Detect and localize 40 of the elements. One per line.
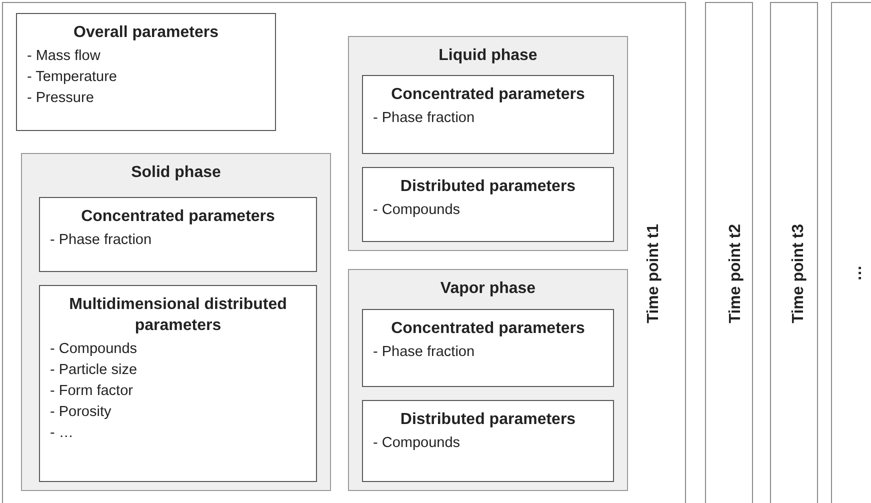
parameter-box bbox=[362, 400, 614, 482]
box-heading: Concentrated parameters bbox=[390, 319, 586, 339]
time-point-panel bbox=[705, 2, 753, 503]
parameter-box bbox=[362, 309, 614, 387]
phase-panel bbox=[21, 153, 331, 491]
panel-heading: Liquid phase bbox=[438, 46, 538, 66]
list-item: - Mass flow bbox=[27, 47, 102, 66]
time-point-panel bbox=[770, 2, 818, 503]
list-item: - Compounds bbox=[50, 340, 138, 359]
time-point-label: Time point t3 bbox=[790, 224, 808, 323]
list-item: - Form factor bbox=[50, 382, 134, 401]
list-item: - … bbox=[50, 424, 74, 443]
parameter-box bbox=[39, 285, 317, 482]
list-item: - Compounds bbox=[373, 434, 462, 453]
list-item: - Pressure bbox=[27, 89, 95, 108]
parameter-box bbox=[362, 167, 614, 242]
parameter-box bbox=[362, 75, 614, 154]
list-item: - Temperature bbox=[27, 68, 118, 87]
list-item: - Particle size bbox=[50, 361, 138, 380]
time-point-label: Time point t2 bbox=[727, 224, 745, 323]
box-heading: Distributed parameters bbox=[399, 177, 577, 197]
phase-panel bbox=[348, 36, 628, 251]
list-item: - Compounds bbox=[373, 201, 462, 220]
list-item: - Phase fraction bbox=[373, 109, 476, 128]
list-item: - Phase fraction bbox=[373, 343, 476, 362]
list-item: - Porosity bbox=[50, 403, 112, 422]
box-heading: Concentrated parameters bbox=[80, 207, 276, 227]
time-point-label: … bbox=[848, 265, 866, 281]
time-point-panel bbox=[2, 2, 686, 503]
panel-heading: Vapor phase bbox=[439, 279, 537, 299]
parameter-box bbox=[39, 197, 317, 272]
box-heading: Multidimensional distributed parameters bbox=[68, 295, 288, 336]
box-heading: Concentrated parameters bbox=[390, 85, 586, 105]
list-item: - Phase fraction bbox=[50, 231, 153, 250]
time-point-label: Time point t1 bbox=[645, 224, 663, 323]
panel-heading: Solid phase bbox=[130, 163, 222, 183]
phase-panel bbox=[348, 269, 628, 491]
box-heading: Overall parameters bbox=[72, 23, 220, 43]
parameter-box bbox=[16, 13, 276, 131]
box-heading: Distributed parameters bbox=[399, 410, 577, 430]
